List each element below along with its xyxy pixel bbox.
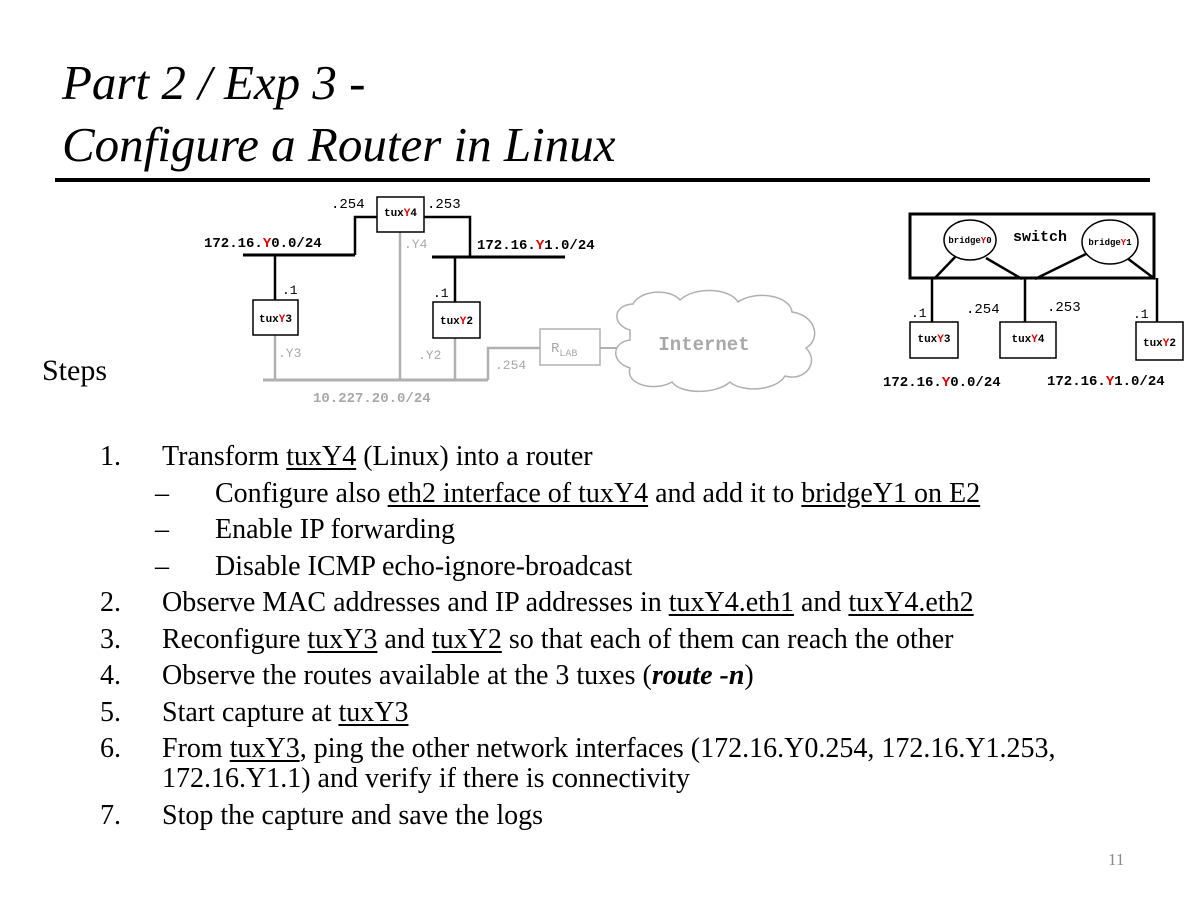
dash-bullet: – <box>155 550 169 582</box>
right-label-253: .253 <box>1047 300 1081 316</box>
steps-list: 1. Transform tuxY4 (Linux) into a router… <box>100 439 1150 835</box>
left-tuxY3-box <box>252 299 299 336</box>
step-text: Reconfigure <box>162 623 308 655</box>
step-1-sub-b: – Enable IP forwarding <box>100 512 1150 549</box>
internet-cloud <box>615 289 816 393</box>
right-label-1-right: .1 <box>1133 307 1149 322</box>
underlined-term: tuxY3 <box>229 733 300 764</box>
step-number: 5. <box>100 696 121 728</box>
internet-label: Internet <box>658 334 749 356</box>
right-label-254: .254 <box>966 302 1000 318</box>
left-tuxY3-label: tuxY3 <box>259 314 292 326</box>
step-2: 2. Observe MAC addresses and IP addresse… <box>100 585 1150 622</box>
rlab-label: RLAB <box>551 341 577 360</box>
step-7: 7. Stop the capture and save the logs <box>100 798 1150 835</box>
switch-label: switch <box>1013 229 1067 246</box>
left-tuxY4-box <box>376 196 425 233</box>
right-tuxY4-label: tuxY4 <box>1011 334 1044 346</box>
step-text: and <box>377 623 432 655</box>
step-1-sub-a: – Configure also eth2 interface of tuxY4… <box>100 476 1150 513</box>
page-number: 11 <box>1108 850 1125 869</box>
step-text: Configure also <box>215 477 388 509</box>
step-number: 6. <box>100 733 121 764</box>
right-net1-label: 172.16.Y1.0/24 <box>1047 374 1165 390</box>
right-tuxY2-label: tuxY2 <box>1143 338 1176 350</box>
network-diagrams: tuxY4 tuxY3 tuxY2 .254 .253 .Y4 172.16.Y… <box>204 196 1184 407</box>
right-label-1-left: .1 <box>911 306 927 321</box>
step-number: 4. <box>100 660 121 691</box>
command-text: route -n <box>651 660 745 691</box>
left-topology-diagram: tuxY4 tuxY3 tuxY2 .254 .253 .Y4 172.16.Y… <box>204 196 816 407</box>
step-text: Transform <box>162 441 287 472</box>
bridgeY1-label: bridgeY1 <box>1088 238 1132 248</box>
steps-label: Steps <box>42 354 108 387</box>
underlined-term: tuxY4.eth1 <box>668 587 794 618</box>
underlined-term: tuxY3 <box>307 623 378 655</box>
step-number: 7. <box>100 800 121 831</box>
right-tuxY2-box <box>1135 321 1184 361</box>
left-net1-label: 172.16.Y1.0/24 <box>477 238 595 254</box>
title-line-2: Configure a Router in Linux <box>62 117 616 172</box>
bridgeY0-label: bridgeY0 <box>948 236 991 246</box>
left-label-254-top: .254 <box>331 197 365 213</box>
right-tuxY3-label: tuxY3 <box>917 334 950 346</box>
bridgeY1-node <box>1081 219 1139 265</box>
step-1-sub-c: – Disable ICMP echo-ignore-broadcast <box>100 549 1150 586</box>
right-net0-label: 172.16.Y0.0/24 <box>883 375 1001 391</box>
underlined-term: tuxY3 <box>338 696 409 728</box>
right-switch-diagram: switch bridgeY0 bridgeY1 .1 .254 .253 .1… <box>883 212 1184 391</box>
rlab-box <box>539 328 601 366</box>
step-6: 6. From tuxY3, ping the other network in… <box>100 731 1150 798</box>
underlined-term: eth2 interface of tuxY4 <box>387 477 649 509</box>
step-3: 3. Reconfigure tuxY3 and tuxY2 so that e… <box>100 622 1150 659</box>
step-text: so that each of them can reach the other <box>501 623 954 655</box>
step-text: and add it to <box>648 477 802 509</box>
left-net0-label: 172.16.Y0.0/24 <box>204 236 322 252</box>
left-bottom-net-label: 10.227.20.0/24 <box>313 391 431 407</box>
left-label-1-tuxY3: .1 <box>282 283 298 298</box>
step-text: Disable ICMP echo-ignore-broadcast <box>215 550 633 582</box>
left-label-Y3: .Y3 <box>278 346 301 361</box>
left-tuxY2-label: tuxY2 <box>440 316 473 328</box>
left-tuxY4-label: tuxY4 <box>384 208 417 220</box>
right-tuxY4-box <box>999 321 1057 359</box>
step-text: (Linux) into a router <box>356 441 593 472</box>
dash-bullet: – <box>155 477 169 509</box>
underlined-term: tuxY2 <box>431 623 502 655</box>
step-5: 5. Start capture at tuxY3 <box>100 695 1150 732</box>
title-rule <box>55 178 1150 182</box>
underlined-term: tuxY4.eth2 <box>848 587 974 618</box>
step-number: 3. <box>100 623 121 655</box>
left-label-Y2: .Y2 <box>418 348 441 363</box>
left-label-254-rlab: .254 <box>495 358 526 373</box>
step-text: and <box>793 587 849 618</box>
slide-title: Part 2 / Exp 3 - Configure a Router in L… <box>62 52 616 176</box>
left-label-253-top: .253 <box>427 197 461 213</box>
step-text: Observe MAC addresses and IP addresses i… <box>162 587 669 618</box>
underlined-term: tuxY4 <box>286 441 357 472</box>
step-text: Stop the capture and save the logs <box>162 800 544 831</box>
step-text: Start capture at <box>162 696 339 728</box>
left-tuxY2-box <box>432 301 481 339</box>
right-tuxY3-box <box>909 321 959 359</box>
step-1: 1. Transform tuxY4 (Linux) into a router <box>100 439 1150 476</box>
step-text: Enable IP forwarding <box>215 514 455 545</box>
left-label-1-tuxY2: .1 <box>433 286 449 301</box>
step-text: ) <box>744 660 754 691</box>
left-label-Y4: .Y4 <box>404 237 428 252</box>
bridgeY0-node <box>943 219 997 261</box>
underlined-term: bridgeY1 on E2 <box>801 477 981 509</box>
step-text: From <box>162 733 230 764</box>
dash-bullet: – <box>155 514 169 545</box>
step-text: , ping the other network interfaces (172… <box>162 733 1056 794</box>
title-line-1: Part 2 / Exp 3 - <box>62 55 366 110</box>
step-4: 4. Observe the routes available at the 3… <box>100 658 1150 695</box>
step-number: 1. <box>100 441 121 472</box>
step-text: Observe the routes available at the 3 tu… <box>162 660 652 691</box>
step-number: 2. <box>100 587 121 618</box>
